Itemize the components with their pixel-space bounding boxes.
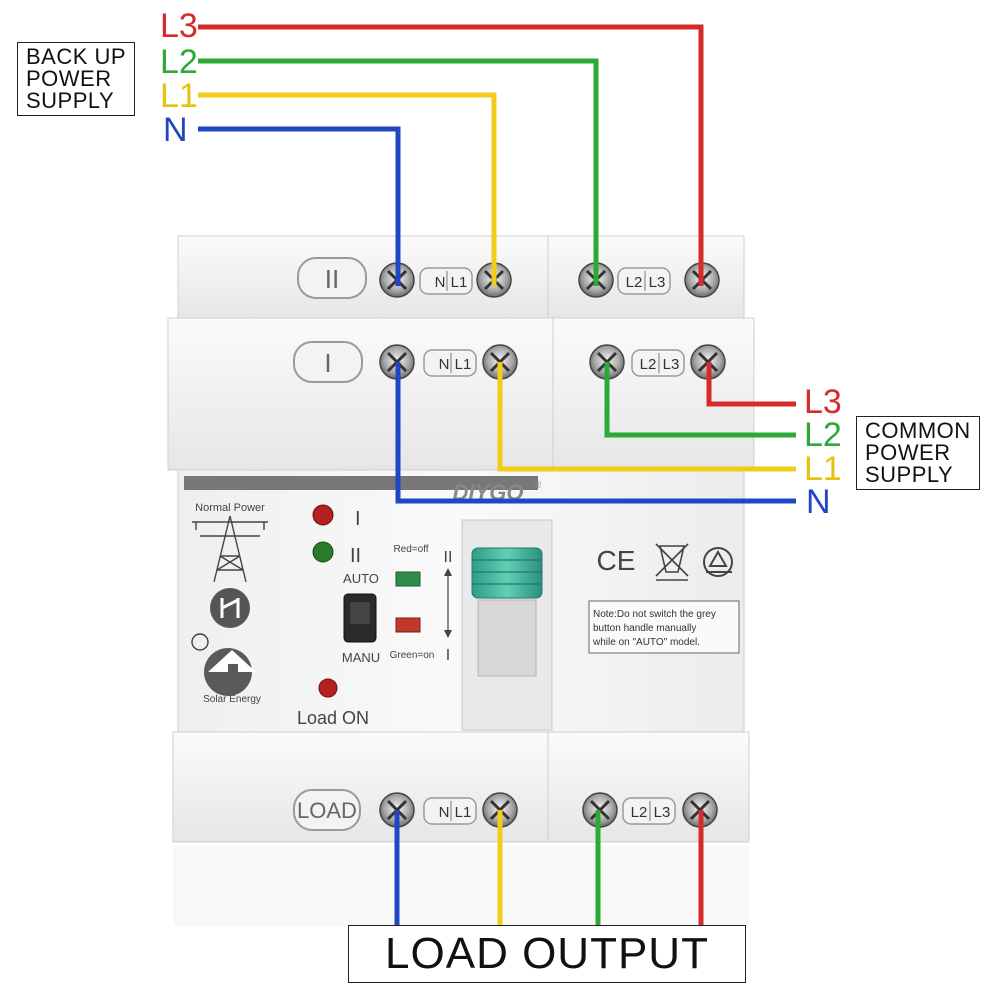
- bottom-module: LOAD N L1 L2 L3: [172, 731, 750, 843]
- switch-handle[interactable]: [461, 519, 553, 731]
- normal-power-label: Normal Power: [195, 502, 265, 514]
- common-wire-l3: [706, 362, 796, 407]
- reflection: [173, 846, 749, 926]
- common-label-line-1: COMMON: [865, 418, 971, 443]
- load-row-label: LOAD: [297, 798, 357, 823]
- common-label-line-2: POWER: [865, 440, 951, 465]
- red-off-label: Red=off: [393, 544, 428, 555]
- top-terminal-n: N: [435, 274, 446, 291]
- backup-label-line-1: BACK UP: [26, 44, 127, 69]
- note-line-1: Note:Do not switch the grey: [593, 609, 716, 620]
- common-wire-n: [395, 362, 796, 504]
- backup-wire-l1: [198, 92, 497, 286]
- common-n-label: N: [806, 483, 831, 521]
- top-terminal-l3: L3: [649, 274, 666, 291]
- load-terminal-l1: L1: [455, 804, 472, 821]
- green-status-window: [395, 571, 421, 587]
- green-on-label: Green=on: [390, 650, 435, 661]
- note-line-3: while on "AUTO" model.: [592, 637, 700, 648]
- load-terminal-n: N: [439, 804, 450, 821]
- indicator-lamp-2: [312, 541, 334, 563]
- load-on-label: Load ON: [297, 708, 369, 728]
- backup-wire-n: [198, 126, 401, 286]
- recycle-icon: [703, 547, 733, 577]
- backup-wire-l2: [198, 58, 599, 286]
- solar-house-icon: [191, 633, 256, 696]
- wires: [198, 24, 796, 925]
- second-module: I N L1 L2 L3: [167, 317, 755, 471]
- scale-bottom-label: I: [446, 647, 450, 664]
- second-terminal-l1: L1: [455, 356, 472, 373]
- load-output-label: LOAD OUTPUT: [348, 925, 746, 983]
- common-wire-l1: [497, 362, 796, 472]
- backup-wire-l3: [198, 24, 704, 286]
- indicator-lamp-1: [312, 504, 334, 526]
- backup-label-line-3: SUPPLY: [26, 88, 115, 113]
- second-row-label: I: [324, 348, 331, 378]
- indicator-2-label: II: [350, 545, 361, 567]
- power-pylon-icon: [192, 515, 268, 583]
- backup-l1-label: L1: [160, 77, 198, 115]
- load-on-lamp: [318, 678, 338, 698]
- auto-label: AUTO: [343, 571, 379, 586]
- solar-energy-label: Solar Energy: [203, 694, 261, 705]
- top-row-label: II: [325, 264, 339, 294]
- ce-mark: CE: [597, 545, 636, 576]
- backup-power-supply-label: BACK UP POWER SUPPLY: [17, 42, 136, 116]
- backup-n-label: N: [163, 111, 188, 149]
- common-l1-label: L1: [804, 450, 842, 488]
- common-l3-label: L3: [804, 383, 842, 421]
- scale-top-label: II: [444, 549, 453, 566]
- backup-l3-label: L3: [160, 7, 198, 45]
- manu-label: MANU: [342, 650, 380, 665]
- brand-registered-mark: ®: [534, 480, 542, 491]
- top-terminal-l1: L1: [451, 274, 468, 291]
- backup-l2-label: L2: [160, 43, 198, 81]
- second-terminal-n: N: [439, 356, 450, 373]
- top-module: II N L1 L2 L3: [177, 235, 745, 319]
- indicator-1-label: I: [355, 508, 361, 530]
- note-line-2: button handle manually: [593, 623, 696, 634]
- note-box: [588, 600, 740, 654]
- backup-label-line-2: POWER: [26, 66, 112, 91]
- red-status-window: [395, 617, 421, 633]
- load-terminal-l3: L3: [654, 804, 671, 821]
- second-terminal-l2: L2: [640, 356, 657, 373]
- weee-bin-icon: [655, 543, 689, 581]
- second-terminal-l3: L3: [663, 356, 680, 373]
- common-label-line-3: SUPPLY: [865, 462, 954, 487]
- common-l2-label: L2: [804, 416, 842, 454]
- common-wire-l2: [604, 362, 796, 438]
- front-panel: DIYGO ® Normal Power: [177, 469, 745, 733]
- top-terminal-l2: L2: [626, 274, 643, 291]
- transfer-icon: [210, 588, 250, 628]
- load-terminal-l2: L2: [631, 804, 648, 821]
- common-power-supply-label: COMMON POWER SUPPLY: [856, 416, 980, 490]
